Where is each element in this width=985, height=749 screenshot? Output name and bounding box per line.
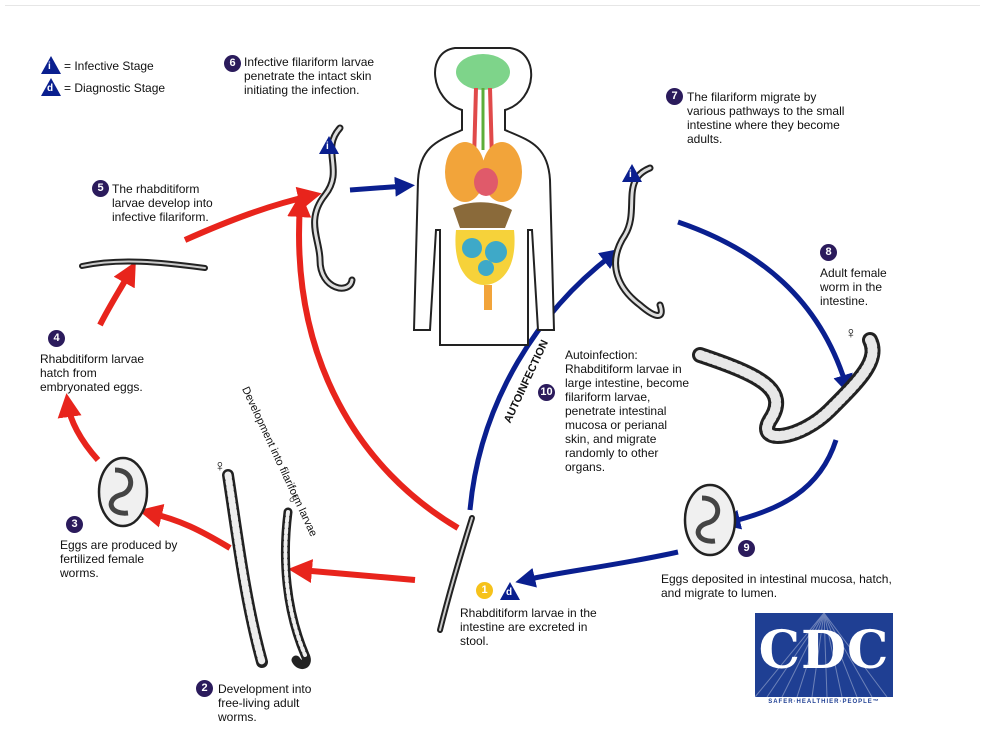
- step-4-badge: 4: [48, 330, 65, 347]
- arrow-9-to-1: [525, 552, 678, 580]
- arrow-3-to-4: [68, 405, 98, 460]
- infective-marker-7-letter: i: [629, 168, 632, 182]
- step-10-text: Autoinfection: Rhabditiform larvae in la…: [565, 348, 695, 474]
- step-3-text: Eggs are produced by fertilized female w…: [60, 538, 185, 580]
- female-symbol-icon: ♀: [845, 327, 857, 341]
- step-6-text: Infective filariform larvae penetrate th…: [244, 55, 394, 97]
- infective-marker-6-letter: i: [326, 140, 329, 154]
- legend-diagnostic-label: = Diagnostic Stage: [64, 81, 165, 95]
- step-7-badge: 7: [666, 88, 683, 105]
- female-symbol-icon: ♀: [214, 460, 226, 474]
- step-9-text: Eggs deposited in intestinal mucosa, hat…: [661, 572, 906, 600]
- arrow-4-to-5: [100, 272, 130, 325]
- step-5-badge: 5: [92, 180, 109, 197]
- step-3-badge: 3: [66, 516, 83, 533]
- diagnostic-stage-letter: d: [47, 82, 53, 96]
- arrow-1-to-2: [300, 570, 415, 580]
- diagnostic-marker-1-letter: d: [506, 586, 512, 600]
- step-7-text: The filariform migrate by various pathwa…: [687, 90, 847, 146]
- arrow-8-to-9: [730, 440, 836, 522]
- step-1-text: Rhabditiform larvae in the intestine are…: [460, 606, 600, 648]
- embryonated-egg-3: [99, 458, 147, 526]
- step-6-badge: 6: [224, 55, 241, 72]
- step-2-badge: 2: [196, 680, 213, 697]
- infective-stage-icon: [621, 163, 643, 183]
- step-5-text: The rhabditiform larvae develop into inf…: [112, 182, 217, 224]
- infective-stage-letter: i: [48, 60, 51, 74]
- cdc-logo-tagline: SAFER·HEALTHIER·PEOPLE™: [755, 699, 893, 705]
- arrow-6-to-human: [350, 186, 405, 190]
- legend-infective-label: = Infective Stage: [64, 59, 154, 73]
- step-1-badge: 1: [476, 582, 493, 599]
- step-9-badge: 9: [738, 540, 755, 557]
- human-figure: [414, 48, 554, 345]
- embryonated-egg-9: [685, 485, 735, 555]
- male-symbol-icon: ♂: [287, 493, 299, 507]
- cdc-logo-text: CDC: [755, 621, 893, 681]
- step-2-text: Development into free-living adult worms…: [218, 682, 318, 724]
- step-4-text: Rhabditiform larvae hatch from embryonat…: [40, 352, 165, 394]
- step-8-badge: 8: [820, 244, 837, 261]
- step-10-badge: 10: [538, 384, 555, 401]
- cdc-logo: CDC SAFER·HEALTHIER·PEOPLE™: [747, 609, 899, 712]
- step-8-text: Adult female worm in the intestine.: [820, 266, 905, 308]
- infective-stage-icon: [318, 135, 340, 155]
- infective-stage-icon: [40, 55, 62, 75]
